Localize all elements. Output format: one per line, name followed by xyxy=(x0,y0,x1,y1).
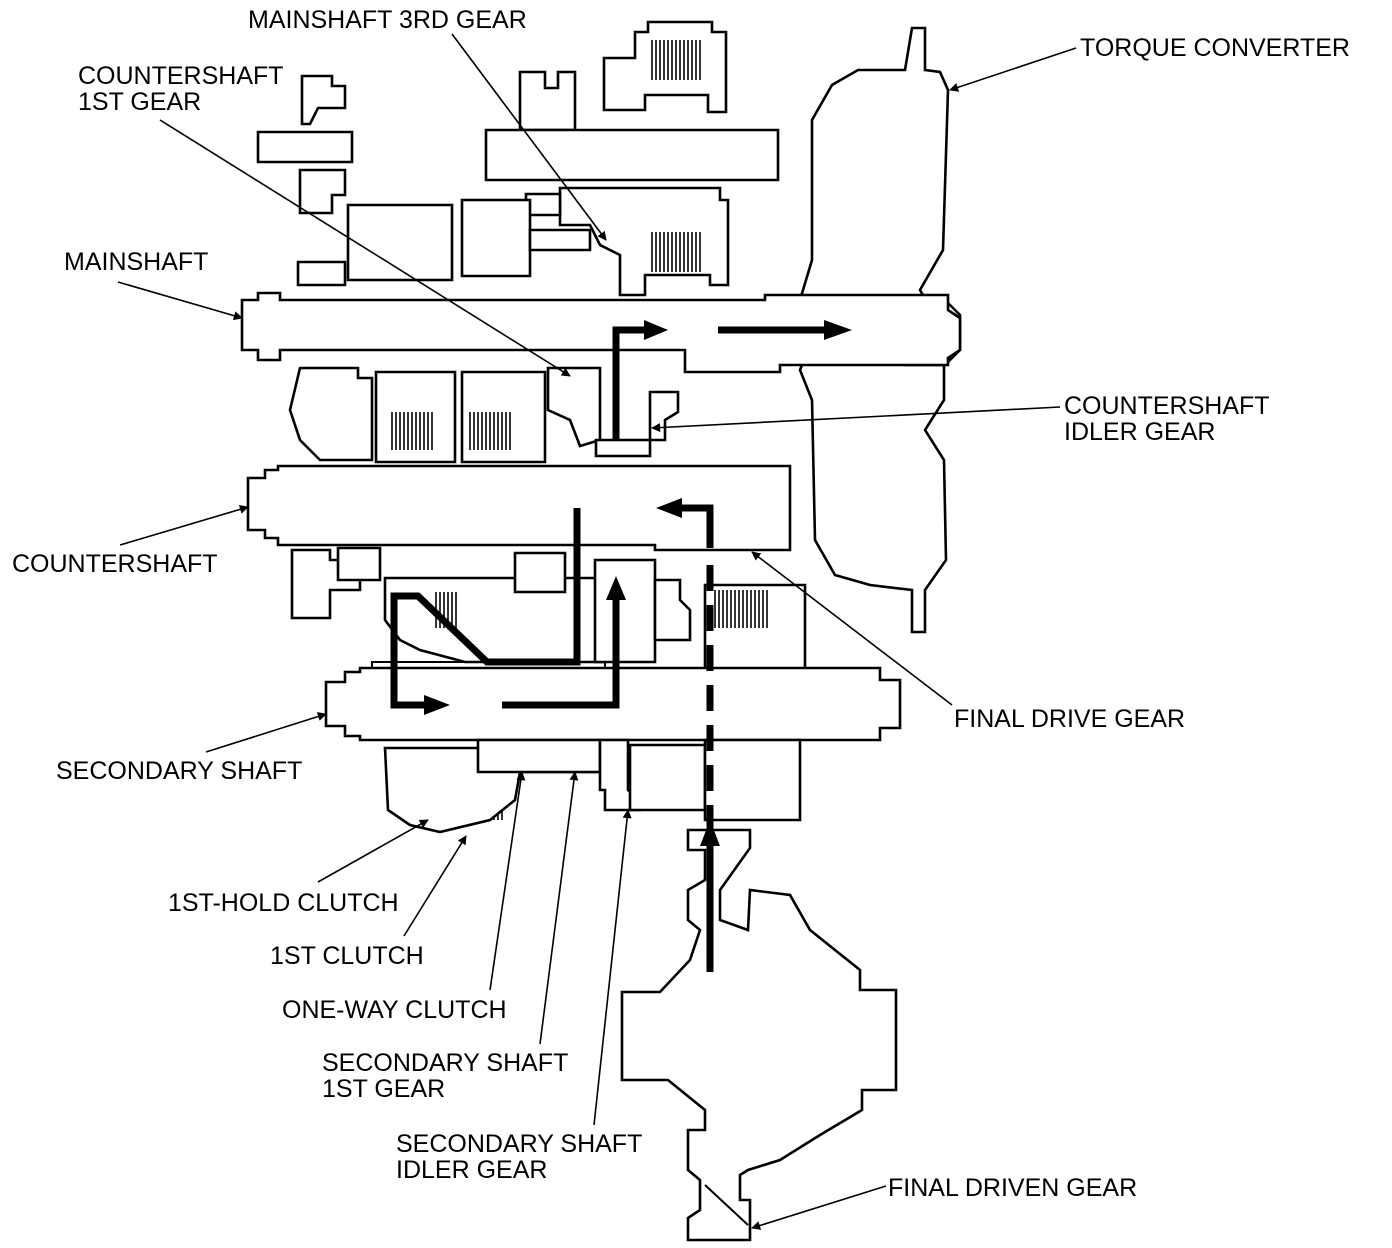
flow-arrowhead xyxy=(644,320,668,340)
label-final-drive-gear: FINAL DRIVE GEAR xyxy=(954,705,1185,733)
label-secondary-shaft: SECONDARY SHAFT xyxy=(56,757,302,785)
flow-arrowhead xyxy=(824,320,852,340)
label-secondary-shaft-idler-gear-line1: SECONDARY SHAFT xyxy=(396,1130,642,1158)
flow-arrowhead xyxy=(606,576,626,600)
upper-gear-stack xyxy=(256,74,592,287)
secondary-shaft-lower-assembly xyxy=(383,738,802,834)
label-mainshaft-3rd-gear: MAINSHAFT 3RD GEAR xyxy=(248,6,527,34)
label-countershaft-1st-gear-line1: COUNTERSHAFT xyxy=(78,62,284,90)
label-secondary-shaft-1st-gear-line2: 1ST GEAR xyxy=(322,1075,445,1103)
label-torque-converter: TORQUE CONVERTER xyxy=(1080,34,1350,62)
mainshaft xyxy=(240,291,962,374)
label-1st-hold-clutch: 1ST-HOLD CLUTCH xyxy=(168,889,399,917)
callout-labels: MAINSHAFT 3RD GEAR TORQUE CONVERTER COUN… xyxy=(12,6,1350,1202)
label-1st-clutch: 1ST CLUTCH xyxy=(270,942,424,970)
label-countershaft-1st-gear-line2: 1ST GEAR xyxy=(78,88,201,116)
flow-arrowhead xyxy=(700,820,720,846)
label-secondary-shaft-1st-gear-line1: SECONDARY SHAFT xyxy=(322,1049,568,1077)
label-mainshaft: MAINSHAFT xyxy=(64,248,208,276)
flow-arrowhead xyxy=(656,498,682,518)
label-countershaft: COUNTERSHAFT xyxy=(12,550,218,578)
countershaft xyxy=(246,464,792,552)
leader-lines xyxy=(117,33,1077,1230)
label-secondary-shaft-idler-gear-line2: IDLER GEAR xyxy=(396,1156,547,1184)
label-final-driven-gear: FINAL DRIVEN GEAR xyxy=(888,1174,1137,1202)
flow-arrowhead xyxy=(424,695,450,715)
label-countershaft-idler-gear-line2: IDLER GEAR xyxy=(1064,418,1215,446)
countershaft-lower-gears xyxy=(290,546,382,620)
countershaft-gear-stack xyxy=(288,366,680,464)
power-flow-path xyxy=(390,320,852,972)
label-one-way-clutch: ONE-WAY CLUTCH xyxy=(282,996,507,1024)
final-driven-gear-teeth xyxy=(704,1184,749,1226)
label-countershaft-idler-gear-line1: COUNTERSHAFT xyxy=(1064,392,1270,420)
final-driven-gear xyxy=(620,828,898,1242)
countershaft-clutch-packs xyxy=(391,412,511,450)
